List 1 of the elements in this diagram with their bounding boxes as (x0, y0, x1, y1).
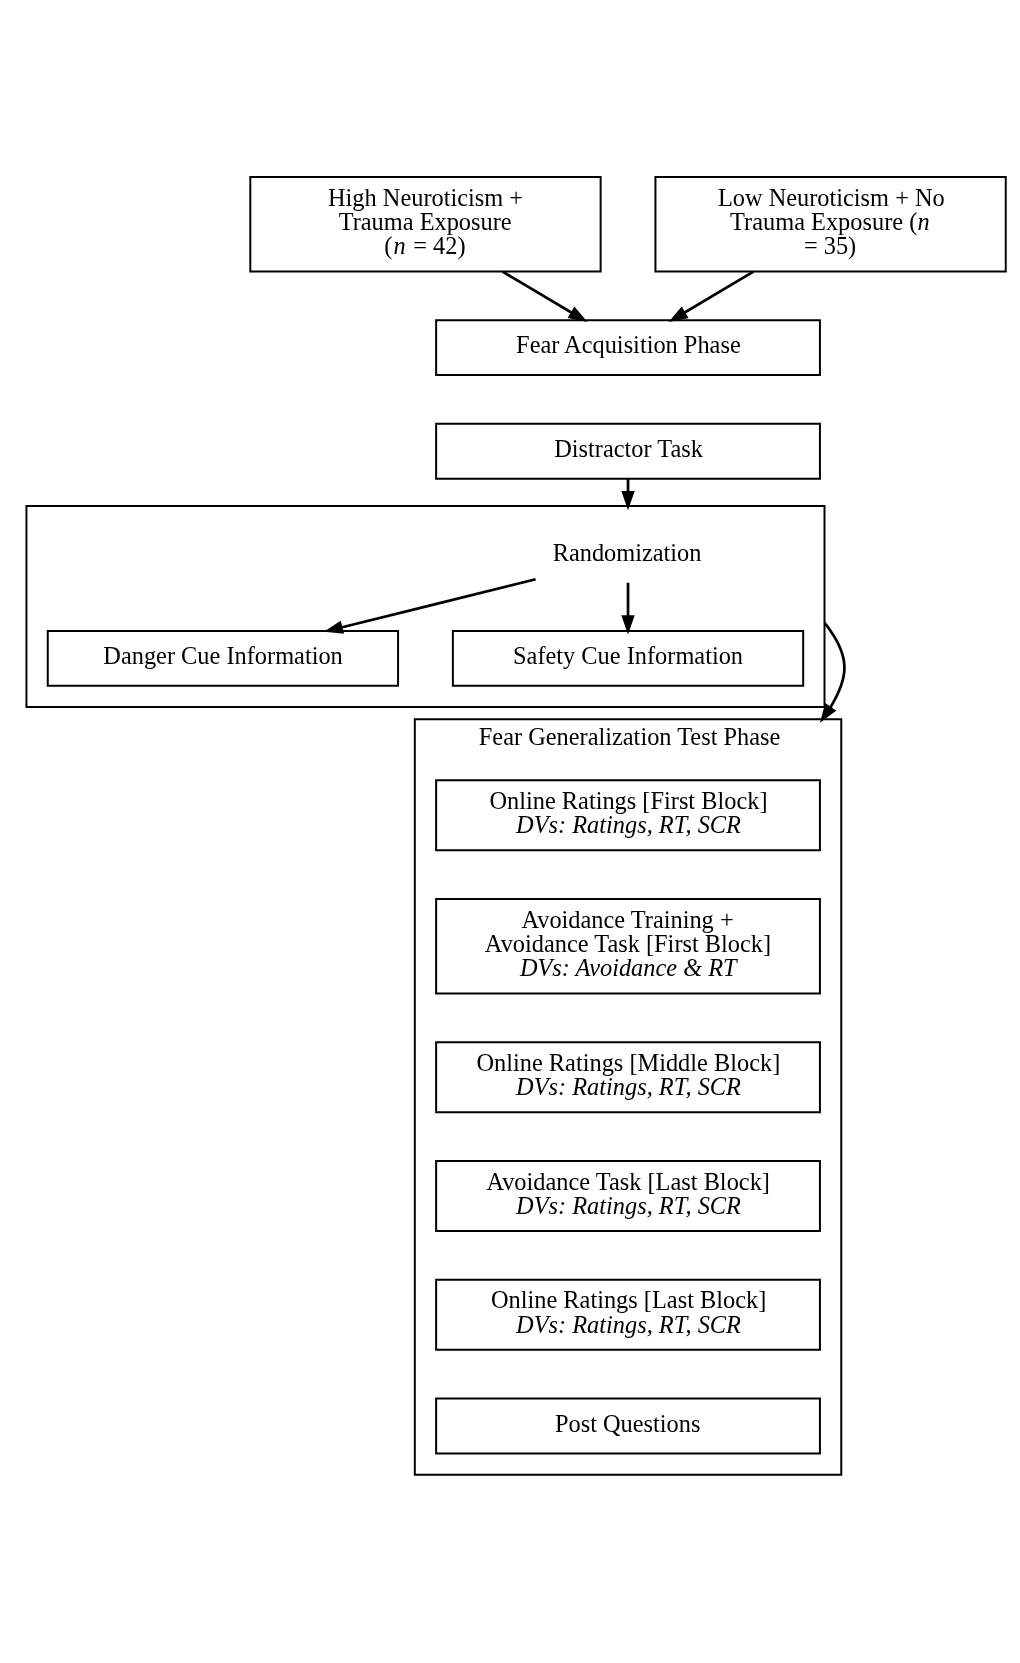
node-text: Randomization (552, 538, 702, 566)
